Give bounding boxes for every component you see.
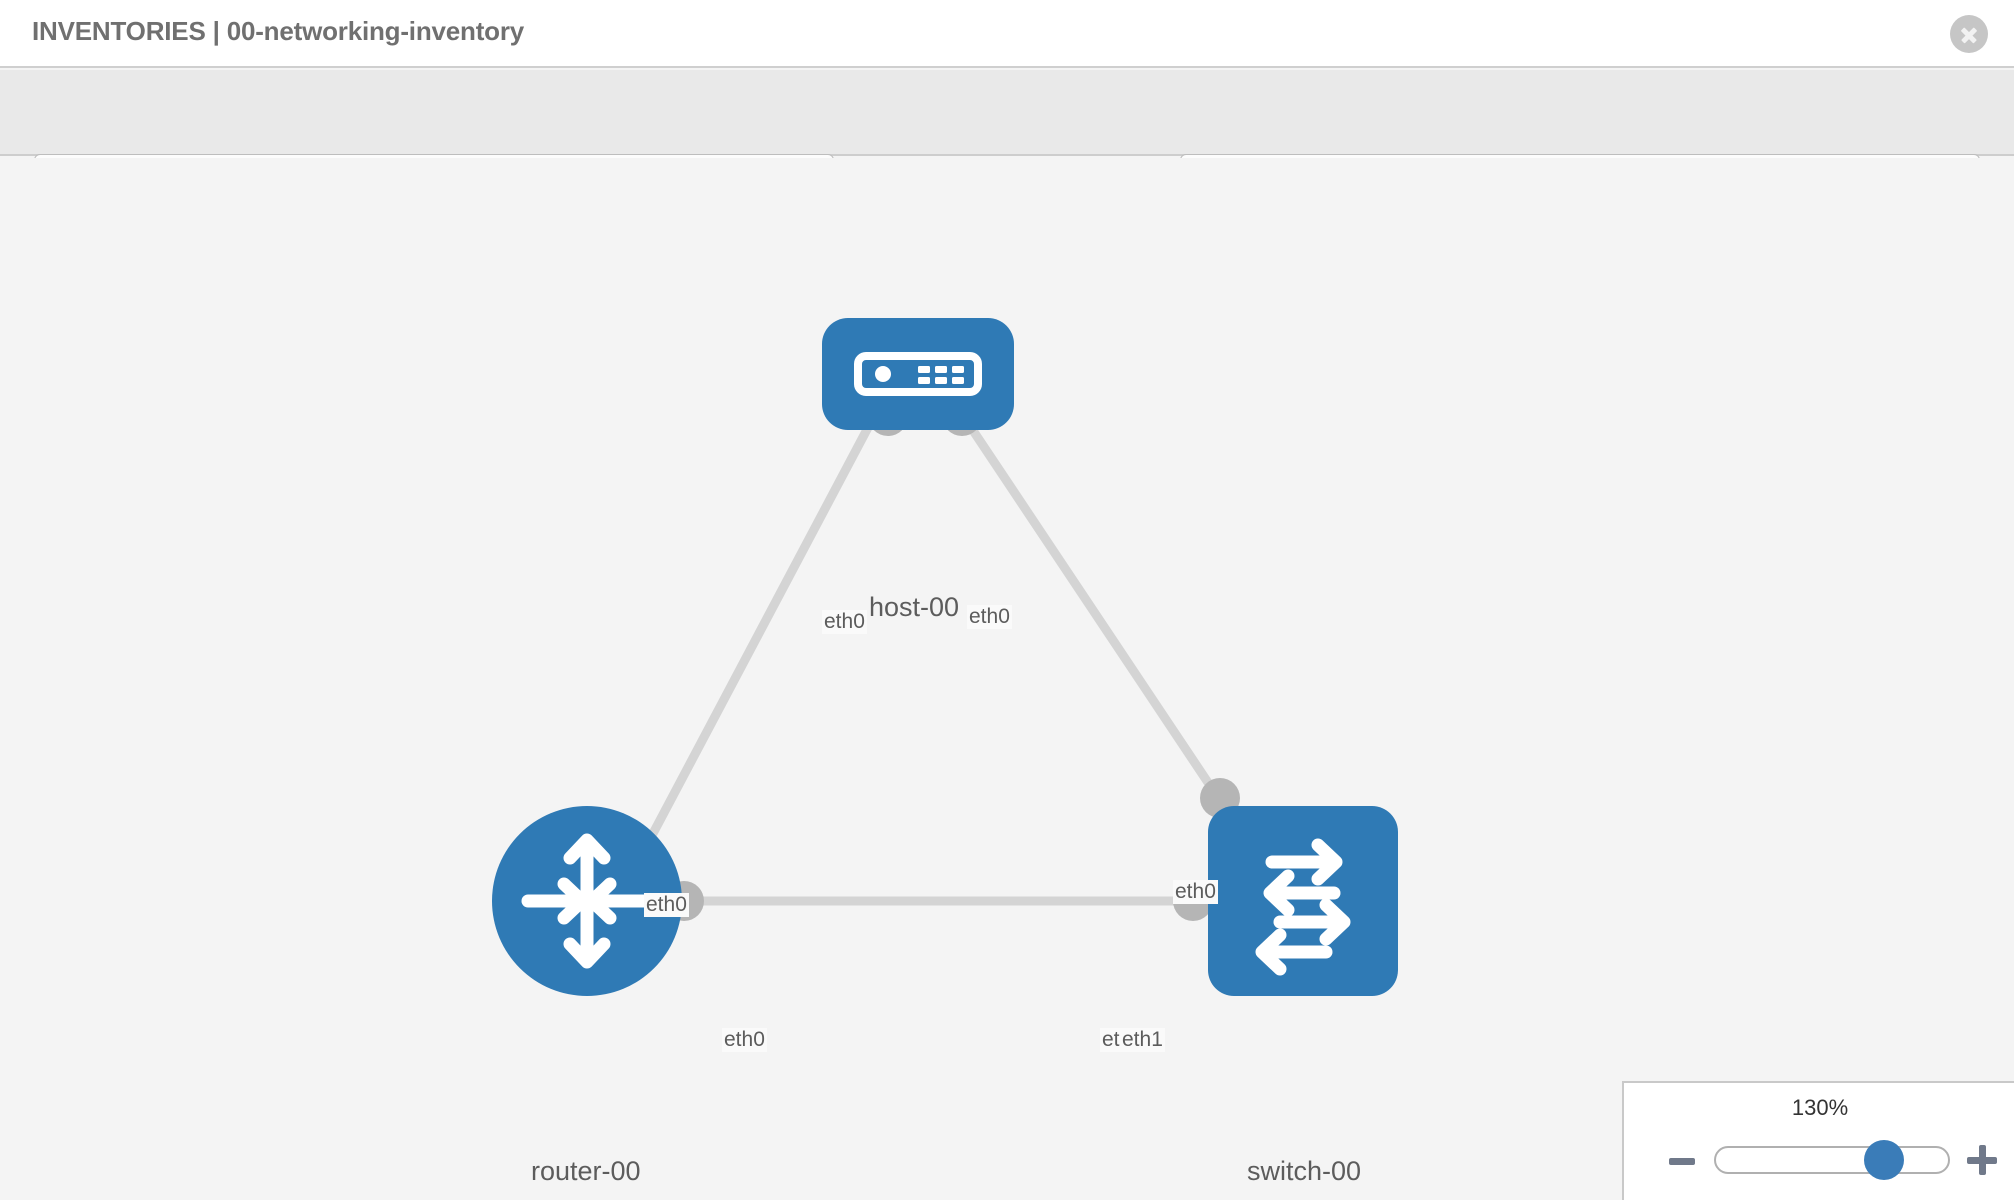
topology-links bbox=[636, 417, 1249, 906]
link-host-router bbox=[636, 417, 876, 861]
zoom-control-panel: 130% bbox=[1622, 1081, 2014, 1200]
close-icon[interactable] bbox=[1950, 15, 1988, 53]
zoom-level-value: 130% bbox=[1791, 1095, 1849, 1120]
switch-arrows-icon bbox=[1255, 838, 1351, 976]
node-host-00[interactable] bbox=[822, 318, 1014, 430]
toolbar: ACTIONS SEARCH bbox=[0, 70, 2014, 206]
iface-label-switch-left-b: eth1 bbox=[1120, 1028, 1165, 1052]
iface-label-host-right: eth0 bbox=[967, 605, 1012, 629]
zoom-out-button[interactable] bbox=[1669, 1158, 1695, 1165]
iface-label-router-right: eth0 bbox=[722, 1028, 767, 1052]
iface-label-host-left: eth0 bbox=[822, 610, 867, 634]
node-label-router-00: router-00 bbox=[529, 1156, 643, 1187]
zoom-slider-thumb[interactable] bbox=[1864, 1140, 1904, 1180]
page-header: INVENTORIES | 00-networking-inventory bbox=[0, 0, 2014, 68]
router-arrows-icon bbox=[521, 833, 653, 969]
server-icon bbox=[854, 352, 982, 396]
node-label-host-00: host-00 bbox=[867, 592, 962, 623]
zoom-in-button[interactable] bbox=[1967, 1145, 1997, 1175]
node-label-switch-00: switch-00 bbox=[1245, 1156, 1364, 1187]
iface-label-switch-up: eth0 bbox=[1173, 880, 1218, 904]
node-switch-00[interactable] bbox=[1208, 806, 1398, 996]
page-title: INVENTORIES | 00-networking-inventory bbox=[32, 16, 525, 46]
iface-label-router-up: eth0 bbox=[644, 893, 689, 917]
zoom-slider-track[interactable] bbox=[1714, 1146, 1950, 1174]
link-host-switch bbox=[962, 417, 1249, 841]
topology-canvas[interactable]: eth0 host-00 eth0 eth0 eth0 eth0 eth eth… bbox=[0, 158, 2014, 1200]
